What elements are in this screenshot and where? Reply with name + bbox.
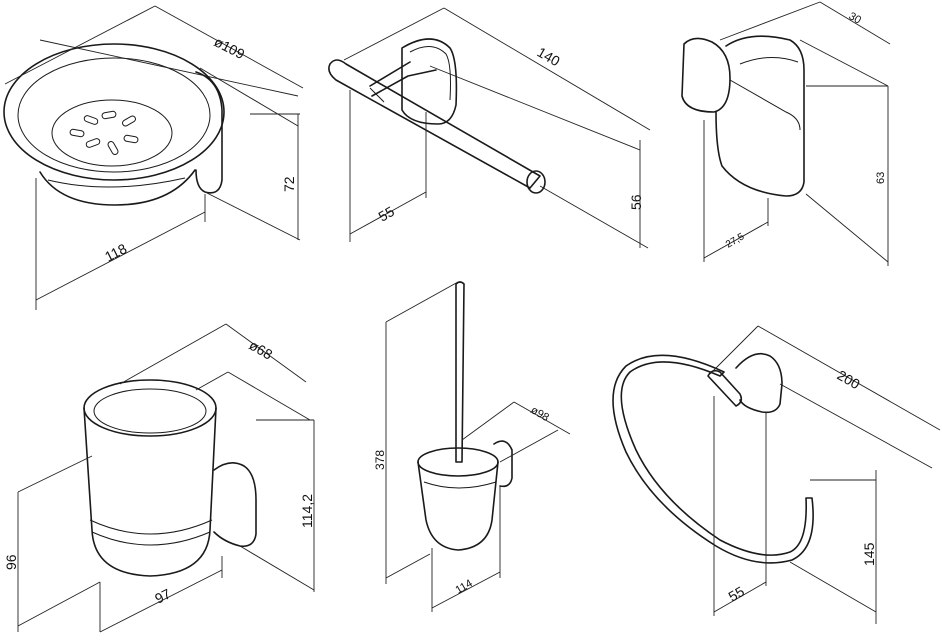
soap-dish-inner-rim: [17, 57, 211, 173]
dim-label: 63: [875, 172, 887, 184]
tumbler-cup-body: [83, 407, 217, 577]
paper-holder-bracket: [369, 61, 437, 97]
toilet-brush-bowl-line: [423, 481, 497, 489]
dim-label: 30: [847, 10, 864, 27]
robe-hook-head: [681, 37, 731, 113]
toilet-brush-wall-mount: [493, 440, 513, 488]
paper-holder-bar-ring: [369, 87, 385, 103]
dim-label: 378: [373, 450, 387, 470]
dim-label: 55: [726, 583, 748, 605]
soap-dish-drain-plate: [51, 99, 173, 167]
dim-label: 114: [454, 577, 475, 596]
dim-label: 200: [835, 367, 863, 393]
towel-ring-arm: [707, 369, 743, 407]
soap-dish-wall-mount: [195, 71, 223, 194]
dim-label: ø109: [212, 33, 248, 62]
dim-label: 55: [376, 203, 398, 225]
dim-label: 97: [152, 585, 173, 606]
toilet-brush-bowl: [417, 461, 499, 551]
towel-ring-wall-mount: [735, 352, 783, 414]
dim-label: 145: [861, 542, 877, 566]
towel-ring-loop: [612, 354, 814, 564]
dim-label: 72: [281, 176, 297, 192]
dim-label: 96: [3, 554, 19, 570]
paper-holder-plate-edge: [409, 46, 451, 101]
paper-holder-bar-end: [526, 170, 546, 194]
toilet-brush: 378 ø98 114: [373, 281, 571, 612]
robe-hook: 30 63 27,5: [681, 1, 891, 266]
soap-dish-drain-slots: [69, 110, 139, 155]
paper-holder-bar: [328, 59, 541, 189]
tumbler-inner-rim: [93, 388, 207, 434]
dim-label: 27,5: [724, 231, 747, 250]
dim-label: 140: [535, 44, 563, 70]
soap-dish: ø109 72 118: [3, 5, 304, 310]
soap-dish-outer-rim: [3, 43, 225, 181]
robe-hook-back-plate: [715, 35, 805, 197]
robe-hook-arm: [729, 57, 801, 131]
dim-label: 118: [102, 240, 129, 264]
toilet-brush-handle: [455, 281, 465, 463]
towel-ring: 200 145 55: [612, 325, 941, 624]
dim-label: 114,2: [299, 494, 315, 528]
tumbler-rim: [83, 379, 217, 437]
paper-holder-wall-plate: [401, 38, 458, 125]
paper-holder: 140 55 56: [328, 7, 651, 249]
tumbler-holder: ø68 114,2 96 97: [3, 323, 315, 633]
soap-dish-bowl-line: [47, 177, 186, 188]
tumbler-wall-mount: [213, 462, 257, 548]
soap-dish-bowl-base: [39, 169, 196, 206]
dim-label: ø68: [247, 337, 276, 363]
tumbler-ring: [89, 519, 213, 546]
dim-label: 56: [628, 194, 644, 210]
